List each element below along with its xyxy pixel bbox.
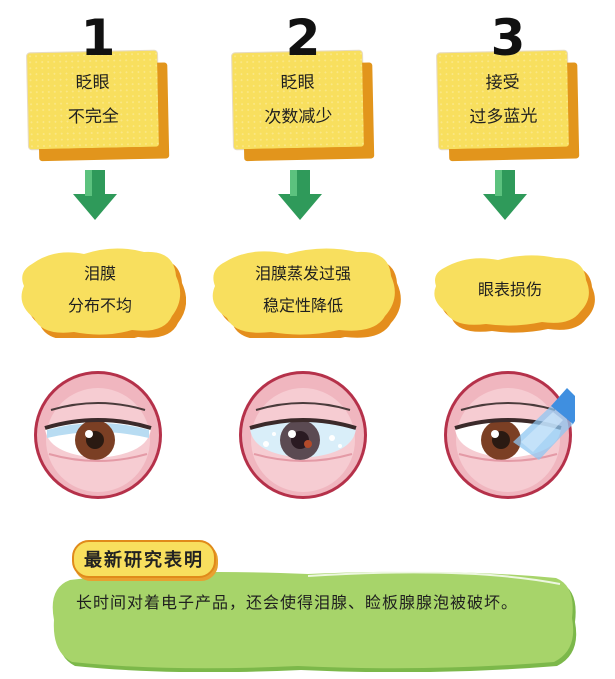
step-number: 1	[80, 9, 116, 67]
cause-line-1: 接受	[485, 72, 520, 94]
eye-icon	[34, 371, 162, 499]
down-arrow-icon	[278, 170, 322, 220]
effect-cloud: 泪膜蒸发过强 稳定性降低	[205, 242, 401, 338]
step-2: 2 眨眼 次数减少 泪膜蒸发过强 稳定性降低	[212, 0, 401, 520]
cause-line-1: 眨眼	[280, 72, 315, 94]
research-text: 长时间对着电子产品，还会使得泪腺、睑板腺腺泡被破坏。	[76, 593, 519, 612]
step-number: 2	[285, 9, 321, 67]
effect-cloud: 眼表损伤	[424, 242, 596, 338]
effect-line-1: 眼表损伤	[477, 280, 542, 299]
cause-line-1: 眨眼	[75, 72, 110, 94]
blue-light-beam-icon	[513, 388, 575, 460]
cause-line-2: 次数减少	[264, 106, 333, 128]
step-3: 3 接受 过多蓝光 眼表损伤	[428, 0, 595, 520]
effect-line-1: 泪膜	[83, 264, 116, 283]
effect-line-1: 泪膜蒸发过强	[254, 264, 351, 283]
research-tag: 最新研究表明	[72, 540, 216, 578]
down-arrow-icon	[483, 170, 527, 220]
effect-line-2: 分布不均	[67, 296, 132, 315]
step-1: 1 眨眼 不完全 泪膜 分布不均	[18, 0, 186, 520]
cause-line-2: 过多蓝光	[469, 106, 538, 128]
cause-line-2: 不完全	[67, 106, 120, 128]
step-number: 3	[490, 9, 526, 67]
eye-icon	[239, 371, 367, 499]
effect-line-2: 稳定性降低	[262, 296, 343, 315]
effect-cloud: 泪膜 分布不均	[14, 242, 186, 338]
eye-icon	[444, 371, 575, 499]
research-banner: 最新研究表明 长时间对着电子产品，还会使得泪腺、睑板腺腺泡被破坏。	[0, 540, 615, 679]
research-tag-label: 最新研究表明	[84, 550, 204, 571]
down-arrow-icon	[73, 170, 117, 220]
research-box: 长时间对着电子产品，还会使得泪腺、睑板腺腺泡被破坏。	[48, 566, 578, 672]
